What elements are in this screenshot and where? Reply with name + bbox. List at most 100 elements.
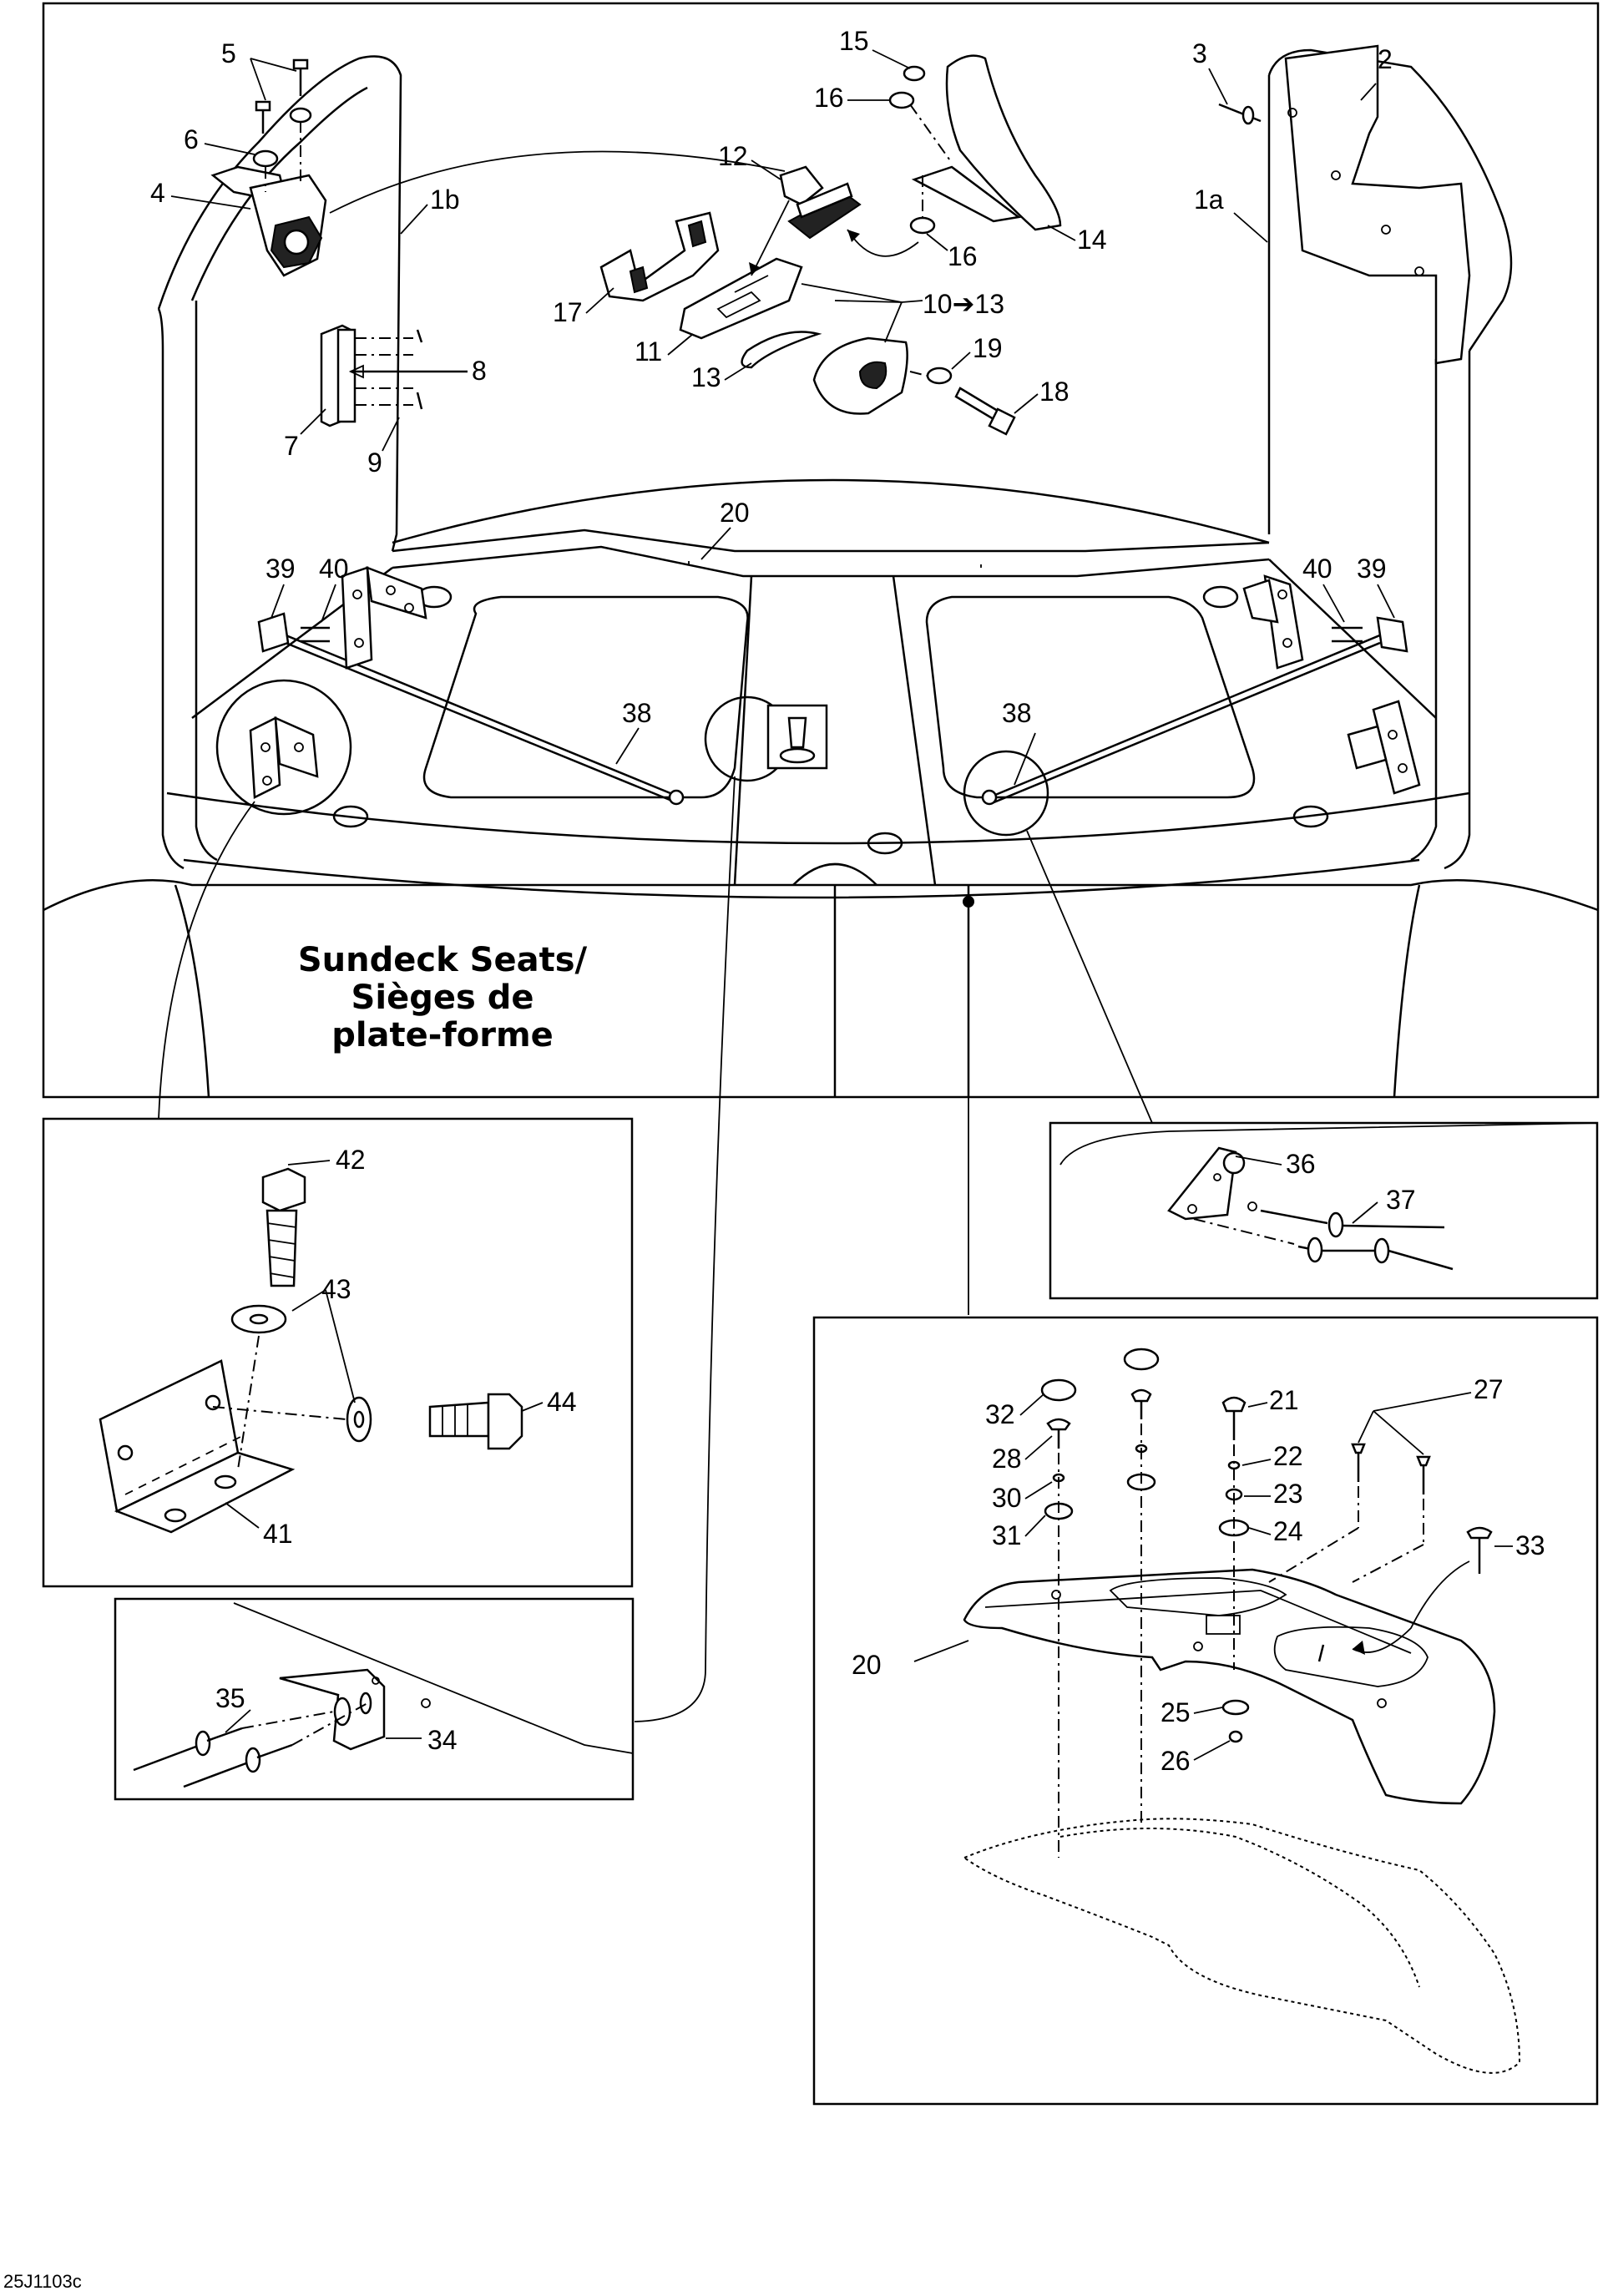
callout-6: 6: [184, 124, 199, 154]
hinge-in-circle: [249, 716, 319, 799]
callout-9: 9: [367, 448, 382, 478]
callout-25: 25: [1161, 1697, 1191, 1727]
callout-33: 33: [1515, 1530, 1545, 1560]
leader-rivet-inset: [634, 776, 736, 1722]
callout-30: 30: [992, 1483, 1022, 1513]
diagram-title: Sundeck Seats/ Sièges de plate-forme: [298, 941, 588, 1054]
callout-23: 23: [1273, 1479, 1303, 1509]
hinge-inset-frame: [42, 1117, 634, 1588]
rivet-inset-frame: [114, 1597, 635, 1801]
callout-labels: 5 6 4 1b 8 7 9 15 16 12 16 14 17 10➔13 1…: [150, 26, 1545, 1776]
strut-bracket-left: [257, 612, 290, 653]
seat-cushion-outline: [962, 1818, 1521, 2074]
seat-frame-20: [688, 561, 982, 568]
seat-frame-inset-frame: [812, 1316, 1599, 2106]
rivets-40: [301, 626, 1363, 643]
callout-37: 37: [1386, 1185, 1416, 1215]
callout-20a: 20: [720, 498, 750, 528]
callout-39b: 39: [1357, 554, 1387, 584]
striker-7-8-9: [320, 324, 423, 427]
callout-7: 7: [284, 431, 299, 461]
title-line-1: Sundeck Seats/: [298, 941, 588, 979]
callout-12: 12: [718, 141, 748, 171]
callout-14: 14: [1077, 225, 1107, 255]
callout-10-13: 10➔13: [923, 289, 1004, 319]
backrest-left: [157, 55, 402, 870]
callout-3: 3: [1192, 38, 1207, 68]
callout-44: 44: [547, 1387, 577, 1417]
rivets-37: [1193, 1209, 1454, 1271]
callout-20b: 20: [852, 1650, 882, 1680]
bracket-36: [1167, 1146, 1257, 1221]
bolt-42: [261, 1167, 306, 1287]
callout-4: 4: [150, 178, 165, 208]
callout-11: 11: [635, 336, 662, 367]
deck-platform: [166, 528, 1470, 886]
gas-strut-right: [981, 633, 1383, 806]
callout-5: 5: [221, 38, 236, 68]
bolt-44: [428, 1393, 523, 1450]
cover-2-fastener-3: [1218, 44, 1471, 365]
latch-assembly-center: [599, 54, 1062, 436]
rivets-35: [133, 1702, 368, 1788]
callout-15: 15: [839, 26, 869, 56]
leader-hinge-inset: [158, 801, 255, 1120]
hinge-right-lower: [1347, 700, 1421, 795]
callout-17: 17: [553, 297, 583, 327]
hinge-41: [99, 1359, 296, 1534]
callout-26: 26: [1161, 1746, 1191, 1776]
detail-circle-strut: [963, 750, 1049, 837]
fasteners-28-32: [1040, 1348, 1160, 1858]
screws-27: [1268, 1443, 1431, 1583]
callout-1b: 1b: [430, 185, 460, 215]
figure-code: 25J1103c: [3, 2271, 82, 2292]
callout-38b: 38: [1002, 698, 1032, 728]
title-line-2: Sièges de: [351, 979, 534, 1017]
callout-18: 18: [1039, 377, 1070, 407]
callout-42: 42: [336, 1145, 366, 1175]
center-latch-detail: [766, 704, 828, 770]
callout-34: 34: [427, 1725, 458, 1755]
detail-circle-hinge: [215, 679, 352, 816]
deck-outline: [43, 858, 1599, 1098]
bracket-34: [279, 1668, 431, 1751]
callout-40a: 40: [319, 554, 349, 584]
screw-33: [1352, 1526, 1493, 1655]
callout-36: 36: [1286, 1149, 1316, 1179]
callout-2: 2: [1378, 44, 1393, 74]
strut-bracket-right: [1376, 616, 1408, 653]
title-line-3: plate-forme: [331, 1016, 554, 1054]
callout-21: 21: [1269, 1385, 1299, 1415]
callout-32: 32: [985, 1399, 1015, 1429]
rivet-inset-panel-line: [233, 1602, 634, 1754]
callout-19: 19: [973, 333, 1003, 363]
callout-8: 8: [472, 356, 487, 386]
callout-16b: 16: [948, 241, 978, 271]
arrow-4: [329, 150, 786, 214]
storage-wells: [332, 585, 1329, 886]
callout-31: 31: [992, 1520, 1022, 1550]
leader-strut-inset: [1026, 830, 1153, 1124]
callout-28: 28: [992, 1444, 1022, 1474]
callout-1a: 1a: [1194, 185, 1224, 215]
callout-40b: 40: [1302, 554, 1332, 584]
hinge-right-upper: [1242, 574, 1304, 670]
callout-35: 35: [215, 1683, 245, 1713]
callout-38a: 38: [622, 698, 652, 728]
strut-inset-panel-line: [1059, 1122, 1598, 1166]
callout-39a: 39: [265, 554, 296, 584]
callout-43: 43: [321, 1274, 351, 1304]
callout-22: 22: [1273, 1441, 1303, 1471]
callout-27: 27: [1474, 1374, 1504, 1404]
backrest-right: [1267, 48, 1513, 870]
hinge-left-upper: [341, 566, 427, 670]
callout-41: 41: [263, 1519, 293, 1549]
latch-assembly-left: [210, 58, 327, 277]
main-view-frame: [42, 2, 1600, 1099]
washers-43: [212, 1304, 372, 1470]
callout-24: 24: [1273, 1516, 1303, 1546]
callout-13: 13: [691, 362, 721, 392]
leader-dot: [963, 896, 974, 908]
seat-back-curve: [392, 478, 1270, 544]
fasteners-21-26: [1218, 1396, 1250, 1743]
